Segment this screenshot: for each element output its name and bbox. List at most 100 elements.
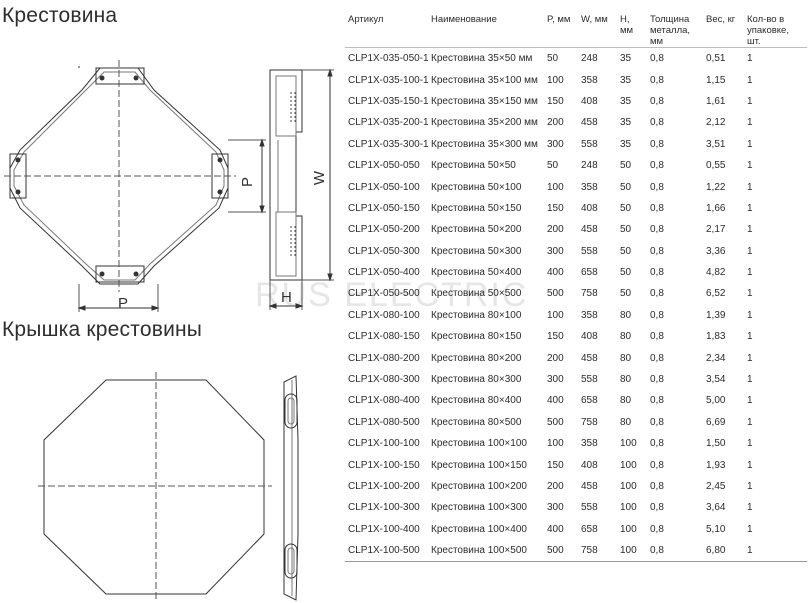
- table-cell: 50: [547, 53, 559, 65]
- table-cell: 0,55: [706, 160, 726, 172]
- table-cell: 248: [581, 53, 598, 65]
- table-cell: 1: [747, 202, 753, 214]
- table-cell: 2,17: [706, 224, 726, 236]
- table-cell: 150: [547, 202, 564, 214]
- table-cell: Крестовина 50×300: [431, 245, 522, 257]
- table-cell: 1: [747, 95, 753, 107]
- table-cell: 6,52: [706, 288, 726, 300]
- table-cell: CLP1X-050-050: [348, 160, 420, 172]
- table-cell: 100: [620, 545, 637, 557]
- table-cell: 500: [547, 416, 564, 428]
- table-cell: Крестовина 80×300: [431, 374, 522, 386]
- table-cell: 0,8: [650, 352, 664, 364]
- table-cell: 4,82: [706, 267, 726, 279]
- table-cell: 0,8: [650, 309, 664, 321]
- table-cell: 0,8: [650, 117, 664, 129]
- table-cell: 1: [747, 181, 753, 193]
- table-cell: 0,8: [650, 202, 664, 214]
- table-cell: 0,8: [650, 138, 664, 150]
- table-cell: 3,36: [706, 245, 726, 257]
- table-cell: 200: [547, 117, 564, 129]
- table-cell: 0,8: [650, 288, 664, 300]
- dim-label-w: W: [311, 170, 328, 185]
- table-cell: 80: [620, 395, 632, 407]
- table-cell: 658: [581, 267, 598, 279]
- table-cell: 1,66: [706, 202, 726, 214]
- column-header: Вес, кг: [706, 14, 736, 25]
- table-cell: 1,39: [706, 309, 726, 321]
- table-cell: 1: [747, 245, 753, 257]
- dim-label-p-right: P: [239, 177, 256, 187]
- table-cell: 658: [581, 395, 598, 407]
- table-cell: 100: [620, 481, 637, 492]
- table-cell: Крестовина 100×150: [431, 459, 527, 471]
- table-cell: 35: [620, 138, 632, 150]
- table-cell: 0,8: [650, 267, 664, 279]
- table-cell: 0,8: [650, 160, 664, 172]
- table-cell: Крестовина 100×100: [431, 438, 527, 450]
- table-cell: 408: [581, 331, 598, 343]
- table-cell: 1: [747, 74, 753, 86]
- table-cell: 2,34: [706, 352, 726, 364]
- dim-label-p-bottom: P: [118, 295, 128, 312]
- table-cell: 100: [620, 459, 637, 471]
- table-cell: 400: [547, 395, 564, 407]
- table-cell: 200: [547, 352, 564, 364]
- table-cell: 1: [747, 160, 753, 172]
- table-cell: 50: [620, 224, 632, 236]
- table-cell: 300: [547, 502, 564, 514]
- crosspiece-side-view: [268, 68, 334, 310]
- table-cell: 5,00: [706, 395, 726, 407]
- table-cell: 1: [747, 53, 753, 65]
- table-cell: 50: [620, 160, 632, 172]
- crosspiece-top-view: [4, 60, 266, 312]
- table-cell: 758: [581, 545, 598, 557]
- table-cell: 80: [620, 331, 632, 343]
- table-cell: Крестовина 50×50: [431, 160, 516, 172]
- table-cell: CLP1X-050-300: [348, 245, 420, 257]
- table-cell: 6,80: [706, 545, 726, 557]
- table-cell: 3,51: [706, 138, 726, 150]
- table-cell: Крестовина 35×100 мм: [431, 74, 538, 86]
- table-cell: CLP1X-100-150: [348, 459, 420, 471]
- table-cell: Крестовина 35×150 мм: [431, 95, 538, 107]
- table-cell: 1,15: [706, 74, 726, 86]
- table-cell: 1: [747, 117, 753, 129]
- table-cell: 1: [747, 352, 753, 364]
- table-cell: 0,8: [650, 459, 664, 471]
- table-cell: 80: [620, 416, 632, 428]
- table-cell: 100: [547, 74, 564, 86]
- table-cell: 458: [581, 352, 598, 364]
- cover-heading: Крышка крестовины: [2, 318, 203, 341]
- table-cell: 50: [547, 160, 559, 172]
- table-cell: 0,8: [650, 331, 664, 343]
- table-cell: CLP1X-080-100: [348, 309, 420, 321]
- table-cell: 2,45: [706, 481, 726, 492]
- table-cell: Крестовина 35×300 мм: [431, 138, 538, 150]
- table-cell: 0,8: [650, 74, 664, 86]
- table-cell: 150: [547, 95, 564, 107]
- table-cell: 1: [747, 267, 753, 279]
- table-cell: 300: [547, 138, 564, 150]
- table-cell: 500: [547, 288, 564, 300]
- table-cell: 408: [581, 202, 598, 214]
- cover-top-view: [38, 372, 272, 600]
- table-cell: 5,10: [706, 523, 726, 535]
- watermark: RUS ELECTRIC: [255, 276, 529, 314]
- column-header: Кол-во в упаковке, шт.: [747, 14, 789, 47]
- table-cell: 35: [620, 117, 632, 129]
- table-cell: 300: [547, 245, 564, 257]
- table-cell: 1: [747, 481, 753, 492]
- table-cell: CLP1X-035-150-1: [348, 95, 428, 107]
- table-cell: 658: [581, 523, 598, 535]
- table-cell: 758: [581, 288, 598, 300]
- table-cell: 500: [547, 545, 564, 557]
- table-cell: CLP1X-035-050-1: [348, 53, 428, 65]
